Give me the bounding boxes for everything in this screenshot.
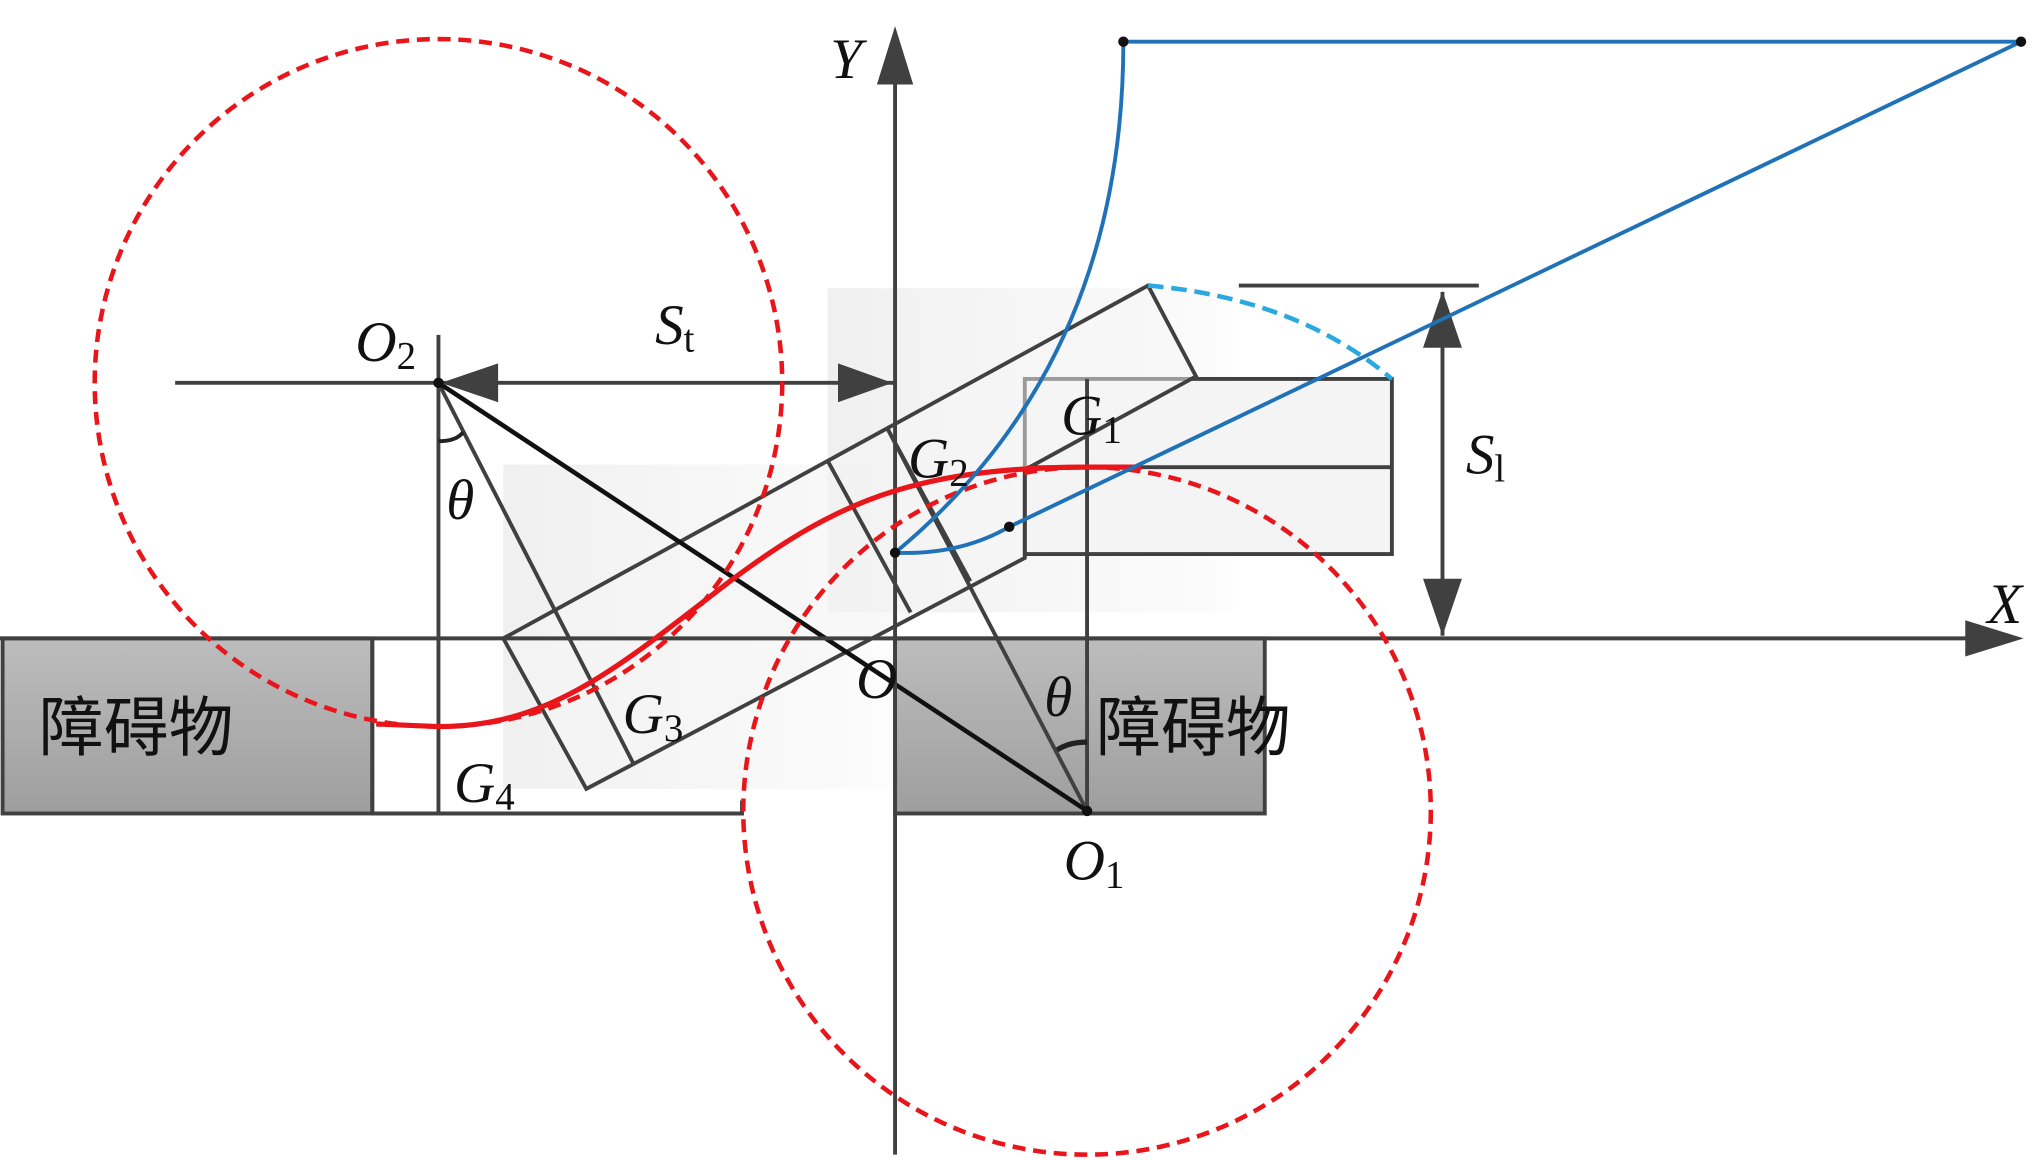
st-arrow-right — [837, 363, 893, 403]
theta-arc-o2 — [438, 430, 465, 444]
obstacle-left — [0, 636, 375, 816]
theta-arc-o1 — [1055, 739, 1088, 753]
theta-line-o1 — [885, 427, 1089, 812]
origin-label: O — [856, 648, 897, 711]
blue-curve-lower — [894, 525, 1011, 555]
theta-label-o2: θ — [446, 469, 474, 532]
theta-label-o1: θ — [1044, 666, 1072, 729]
obstacle-right-label: 障碍物 — [1096, 691, 1291, 766]
point — [1004, 521, 1015, 533]
obstacle-left-label: 障碍物 — [39, 691, 234, 766]
point — [2015, 36, 2027, 47]
sl-arrow-bottom — [1423, 578, 1462, 636]
g2-label: G2 — [908, 428, 969, 495]
y-axis-label: Y — [830, 28, 867, 91]
point-o1 — [1081, 805, 1093, 817]
point — [889, 547, 901, 558]
g1-label: G1 — [1061, 385, 1122, 452]
o1-label: O1 — [1064, 830, 1125, 897]
sl-label: Sl — [1466, 424, 1506, 491]
y-axis-arrow — [876, 26, 914, 85]
st-label: St — [655, 294, 695, 361]
g4-label: G4 — [454, 752, 515, 819]
point — [1118, 36, 1129, 47]
blue-curve-upper — [893, 41, 1126, 555]
point-o2 — [433, 377, 444, 389]
st-arrow-left — [441, 363, 499, 403]
parking-path — [376, 464, 1142, 730]
blue-diagonal-line — [1008, 39, 2022, 529]
x-axis-label: X — [1985, 573, 2024, 636]
x-axis-arrow — [1965, 620, 2024, 657]
cyan-dashed-arc — [1147, 283, 1394, 381]
o2-label: O2 — [355, 311, 416, 378]
o2-o1-line — [437, 380, 1089, 813]
theta-line-o2 — [436, 381, 635, 764]
g3-label: G3 — [623, 683, 684, 750]
